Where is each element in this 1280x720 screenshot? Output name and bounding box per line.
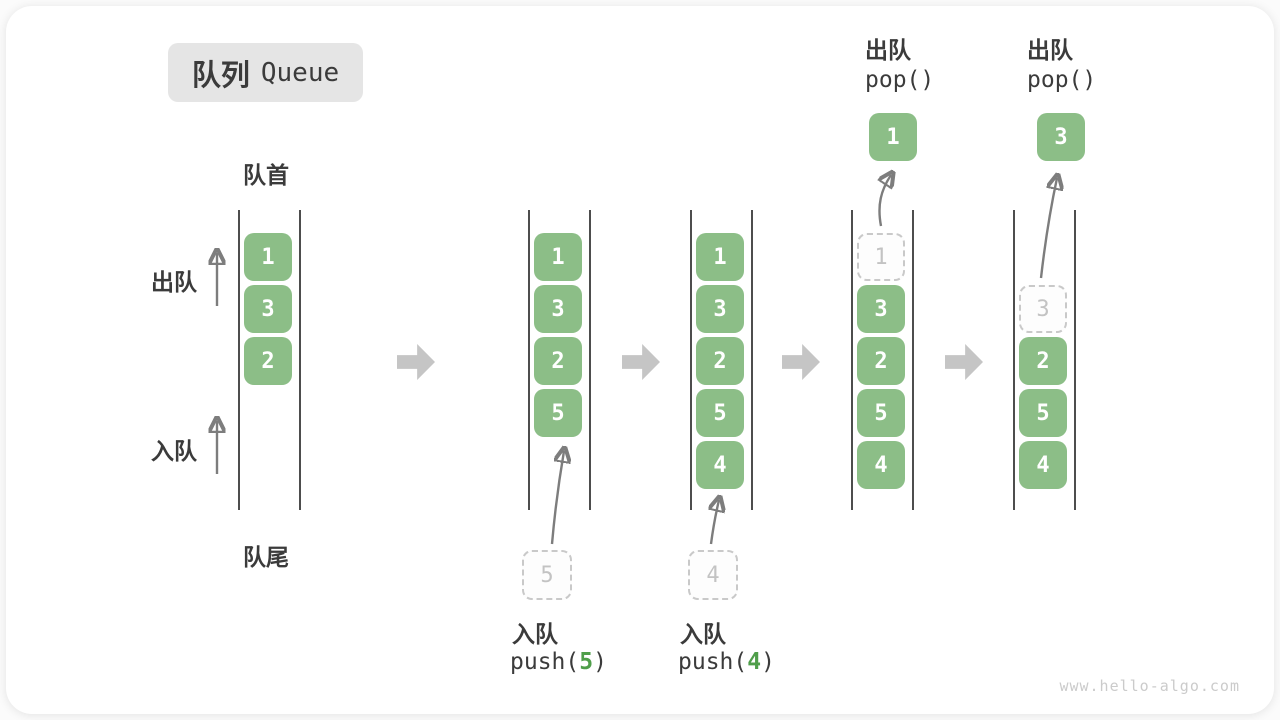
enqueue-arg: 4 xyxy=(747,649,762,675)
enqueue-arg: 5 xyxy=(579,649,594,675)
queue-item-5: 5 xyxy=(696,389,744,437)
queue-item-1: 1 xyxy=(534,233,582,281)
queue-item-3: 3 xyxy=(696,285,744,333)
incoming-item-5: 5 xyxy=(522,550,572,600)
popped-item-3: 3 xyxy=(1037,113,1085,161)
queue-front-label: 队首 xyxy=(243,162,289,188)
queue-item-3: 3 xyxy=(857,285,905,333)
watermark: www.hello-algo.com xyxy=(1059,677,1240,695)
queue-item-5: 5 xyxy=(857,389,905,437)
title-zh: 队列 xyxy=(191,59,250,92)
enqueue-op-code: push(5) xyxy=(510,649,607,675)
queue-item-2: 2 xyxy=(857,337,905,385)
enqueue-side-label: 入队 xyxy=(151,438,197,464)
queue-wall-right-pop-1 xyxy=(912,210,914,510)
dequeue-side-label: 出队 xyxy=(151,269,197,295)
dequeue-op-code: pop() xyxy=(1027,67,1097,93)
queue-item-4: 4 xyxy=(696,441,744,489)
queue-wall-right-after-push-4 xyxy=(751,210,753,510)
title-box: 队列 Queue xyxy=(168,43,363,102)
queue-item-2: 2 xyxy=(696,337,744,385)
enqueue-op-label: 入队 xyxy=(512,621,558,647)
enqueue-op-label: 入队 xyxy=(680,621,726,647)
queue-item-5: 5 xyxy=(534,389,582,437)
queue-wall-left-pop-1 xyxy=(851,210,853,510)
queue-item-2: 2 xyxy=(534,337,582,385)
queue-wall-left-pop-3 xyxy=(1013,210,1015,510)
queue-item-4: 4 xyxy=(1019,441,1067,489)
queue-item-2: 2 xyxy=(1019,337,1067,385)
popped-item-1: 1 xyxy=(869,113,917,161)
queue-wall-left-after-push-4 xyxy=(690,210,692,510)
queue-item-1: 1 xyxy=(696,233,744,281)
queue-wall-right-pop-3 xyxy=(1074,210,1076,510)
queue-item-2: 2 xyxy=(244,337,292,385)
queue-wall-right-after-push-5 xyxy=(589,210,591,510)
queue-rear-label: 队尾 xyxy=(243,544,289,570)
queue-wall-left-after-push-5 xyxy=(528,210,530,510)
queue-item-3: 3 xyxy=(534,285,582,333)
title-en: Queue xyxy=(260,57,340,88)
queue-wall-left-initial-queue xyxy=(238,210,240,510)
queue-item-4: 4 xyxy=(857,441,905,489)
queue-item-1-ghost: 1 xyxy=(857,233,905,281)
dequeue-op-code: pop() xyxy=(865,67,935,93)
dequeue-op-label: 出队 xyxy=(865,37,911,63)
queue-wall-right-initial-queue xyxy=(299,210,301,510)
queue-item-1: 1 xyxy=(244,233,292,281)
enqueue-op-code: push(4) xyxy=(678,649,775,675)
queue-item-3: 3 xyxy=(244,285,292,333)
queue-item-3-ghost: 3 xyxy=(1019,285,1067,333)
queue-item-5: 5 xyxy=(1019,389,1067,437)
dequeue-op-label: 出队 xyxy=(1027,37,1073,63)
incoming-item-4: 4 xyxy=(688,550,738,600)
